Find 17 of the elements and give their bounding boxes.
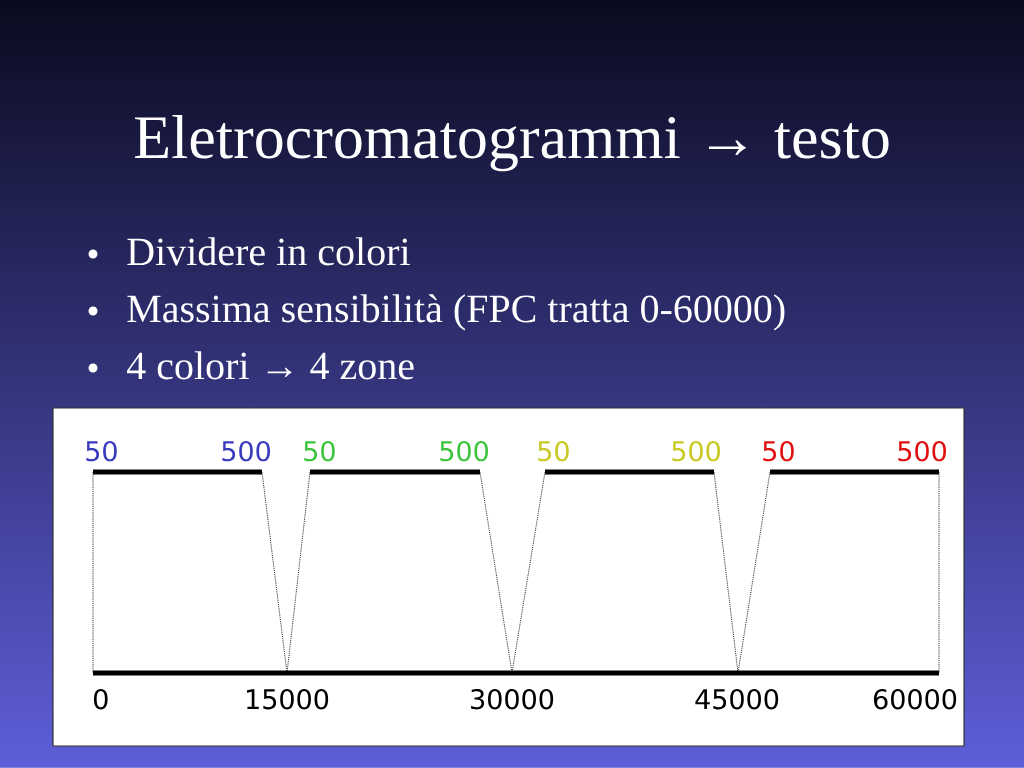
range-label: 500: [222, 440, 270, 462]
range-label: 50: [763, 440, 794, 462]
range-label: 500: [440, 440, 488, 462]
range-label: 50: [86, 440, 117, 462]
axis-tick-label: 60000: [873, 688, 957, 710]
range-label: 50: [304, 440, 335, 462]
bullet-text: 4 colori → 4 zone: [127, 351, 414, 380]
axis-tick-label: 45000: [695, 688, 779, 710]
axis-tick-label: 30000: [471, 688, 554, 710]
title: Eletrocromatogrammi → testo: [135, 114, 889, 172]
range-label: 500: [898, 440, 946, 462]
range-label: 500: [672, 440, 720, 462]
range-label: 50: [538, 440, 569, 462]
axis-tick-label: 15000: [247, 688, 329, 710]
bullet-text: Dividere in colori: [127, 237, 410, 266]
axis-tick-label: 0: [94, 688, 108, 710]
bullet-text: Massima sensibilità (FPC tratta 0-60000): [127, 294, 785, 331]
